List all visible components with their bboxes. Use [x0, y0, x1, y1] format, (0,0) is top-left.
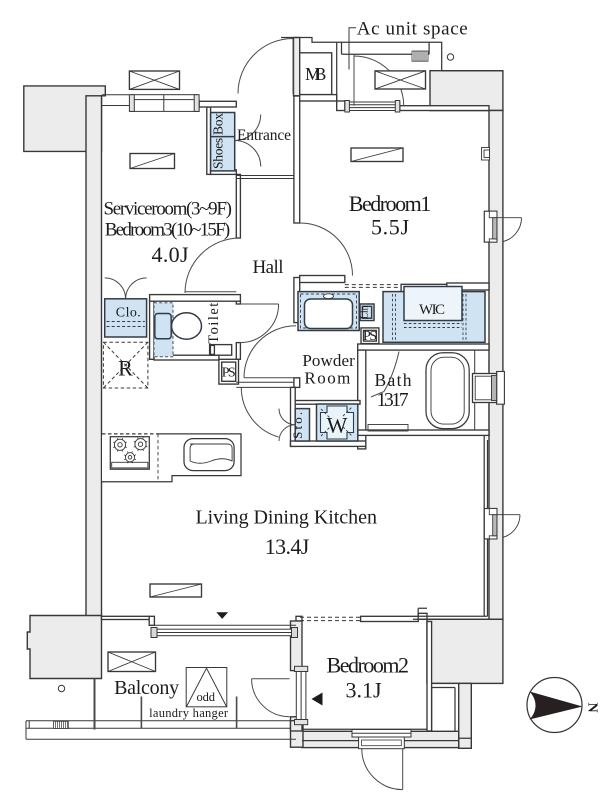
svg-text:1317: 1317: [377, 390, 409, 411]
svg-text:WIC: WIC: [419, 302, 445, 318]
svg-text:R: R: [118, 356, 133, 381]
svg-text:N: N: [584, 702, 599, 712]
svg-text:Serviceroom(3~9F): Serviceroom(3~9F): [103, 199, 232, 220]
svg-text:laundry hanger: laundry hanger: [149, 706, 229, 720]
svg-text:odd: odd: [197, 690, 216, 704]
svg-text:Shoes Box: Shoes Box: [211, 113, 226, 169]
svg-text:Hall: Hall: [253, 257, 284, 278]
svg-text:3.1J: 3.1J: [346, 678, 382, 703]
svg-text:Living Dining Kitchen: Living Dining Kitchen: [195, 507, 377, 529]
svg-text:13.4J: 13.4J: [265, 534, 310, 559]
svg-text:Powder: Powder: [302, 351, 355, 370]
svg-text:Bedroom3(10~15F): Bedroom3(10~15F): [105, 220, 231, 241]
svg-text:Bedroom2: Bedroom2: [327, 653, 410, 678]
svg-text:5.5J: 5.5J: [371, 215, 409, 240]
svg-text:PS: PS: [363, 329, 377, 344]
svg-text:4.0J: 4.0J: [152, 242, 189, 267]
svg-text:W: W: [327, 413, 348, 438]
svg-text:PS: PS: [222, 366, 236, 381]
svg-text:Bedroom1: Bedroom1: [349, 191, 432, 216]
svg-text:Clo.: Clo.: [116, 306, 141, 321]
svg-text:Ac unit space: Ac unit space: [357, 19, 468, 40]
svg-text:Room: Room: [304, 369, 350, 388]
svg-text:Balcony: Balcony: [114, 677, 179, 699]
svg-text:Lin: Lin: [359, 304, 370, 319]
svg-text:Bath: Bath: [375, 370, 412, 390]
svg-text:Toilet: Toilet: [206, 303, 222, 344]
svg-text:MB: MB: [305, 64, 327, 84]
svg-text:Entrance: Entrance: [237, 127, 291, 144]
